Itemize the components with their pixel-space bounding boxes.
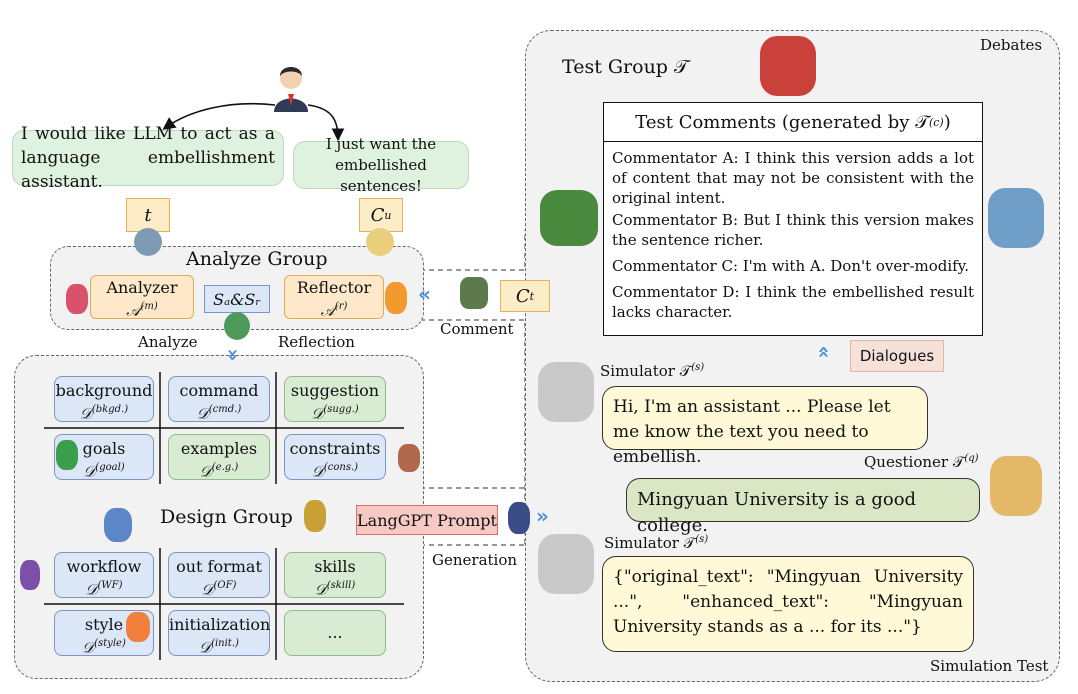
comment-b: Commentator B: But I think this version …: [612, 211, 974, 249]
commentator-avatar-left: [540, 190, 598, 246]
reflection-label: Reflection: [278, 333, 355, 351]
commenter-avatar: [460, 277, 488, 309]
commentator-avatar-right: [988, 188, 1044, 248]
user-icon: [274, 67, 308, 112]
test-group-avatar: [760, 36, 816, 96]
cell-name: command: [179, 381, 259, 400]
cell-symbol: 𝒟(style): [82, 638, 126, 657]
cell-symbol: 𝒟(bkgd.): [79, 404, 129, 423]
character-icon: [366, 228, 394, 256]
cell-name: background: [55, 381, 153, 400]
cell-name: skills: [314, 557, 356, 576]
character-icon: [134, 228, 162, 256]
reflector-label: Reflector: [296, 278, 372, 297]
cell-symbol: 𝒟(sugg.): [311, 404, 359, 423]
comment-label: Comment: [440, 320, 514, 338]
character-icon: [508, 502, 530, 534]
cell-symbol: 𝒟(cons.): [311, 462, 359, 481]
character-icon: [398, 444, 420, 472]
cell-symbol: 𝒟(e.g.): [199, 462, 239, 481]
cell-name: out format: [176, 557, 262, 576]
analyzer-label: Analyzer: [106, 278, 178, 297]
analyze-group-title: Analyze Group: [186, 248, 328, 270]
sa-sr-box: Sₐ&Sᵣ: [204, 285, 270, 313]
cell-name: style: [84, 615, 124, 634]
character-icon: [56, 440, 78, 470]
comment-c: Commentator C: I'm with A. Don't over-mo…: [612, 257, 969, 275]
cell-symbol: 𝒟(cmd.): [196, 404, 242, 423]
character-icon: [304, 500, 326, 532]
cell-symbol: 𝒟(skill): [314, 580, 356, 599]
simulator-avatar-2: [538, 534, 594, 594]
langgpt-prompt-box: LangGPT Prompt: [356, 505, 498, 535]
cell-name: suggestion: [290, 381, 380, 400]
cell-name: constraints: [289, 439, 381, 458]
comment-a: Commentator A: I think this version adds…: [612, 149, 974, 207]
cell-name: initialization: [169, 615, 271, 634]
cell-name: goals: [82, 439, 126, 458]
cell-name: ...: [327, 623, 343, 642]
test-comments-box: Test Comments (generated by 𝒯(c)) Commen…: [603, 102, 983, 336]
analyzer-box: Analyzer 𝒜(m): [90, 275, 194, 319]
simulator-message: Hi, I'm an assistant ... Please let me k…: [602, 386, 928, 467]
user-reply-bubble: I just want the embellished sentences!: [293, 135, 469, 195]
character-icon: [104, 508, 132, 542]
cell-symbol: 𝒟(init.): [199, 638, 239, 657]
chevron-left-icon: «: [418, 282, 431, 306]
test-comments-header: Test Comments (generated by 𝒯(c)): [604, 103, 982, 142]
simulation-test-label: Simulation Test: [930, 657, 1049, 675]
simulator2-message: {"original_text": "Mingyuan University .…: [602, 556, 974, 652]
cell-name: workflow: [66, 557, 142, 576]
test-group-title: Test Group 𝒯: [562, 56, 689, 78]
debates-label: Debates: [980, 36, 1043, 54]
cell-symbol: 𝒟(goal): [83, 462, 125, 481]
chevron-up-icon: »: [810, 345, 835, 359]
analyzer-avatar: [66, 284, 88, 314]
reflector-box: Reflector 𝒜(r): [284, 275, 384, 319]
simulator-label: Simulator 𝒯(s): [600, 362, 705, 380]
design-group-title: Design Group: [160, 506, 293, 528]
questioner-message: Mingyuan University is a good college.: [626, 478, 980, 536]
character-icon: [126, 612, 150, 642]
character-icon: [20, 560, 40, 590]
user-avatar: [270, 62, 312, 112]
cell-name: examples: [180, 439, 258, 458]
character-icon: [224, 312, 250, 340]
analyze-label: Analyze: [138, 333, 198, 351]
questioner-avatar: [990, 456, 1042, 516]
dialogues-box: Dialogues: [850, 340, 944, 372]
generation-label: Generation: [432, 551, 518, 569]
chevron-right-icon: »: [536, 504, 549, 528]
cell-more: ...: [284, 610, 386, 656]
reflector-avatar: [385, 282, 407, 314]
cell-symbol: 𝒟(OF): [201, 580, 237, 599]
simulator-avatar: [538, 362, 594, 422]
simulator2-label: Simulator 𝒯(s): [604, 534, 709, 552]
questioner-label: Questioner 𝒯(q): [864, 453, 979, 471]
comment-d: Commentator D: I think the embellished r…: [612, 283, 974, 321]
cell-symbol: 𝒟(WF): [85, 580, 123, 599]
